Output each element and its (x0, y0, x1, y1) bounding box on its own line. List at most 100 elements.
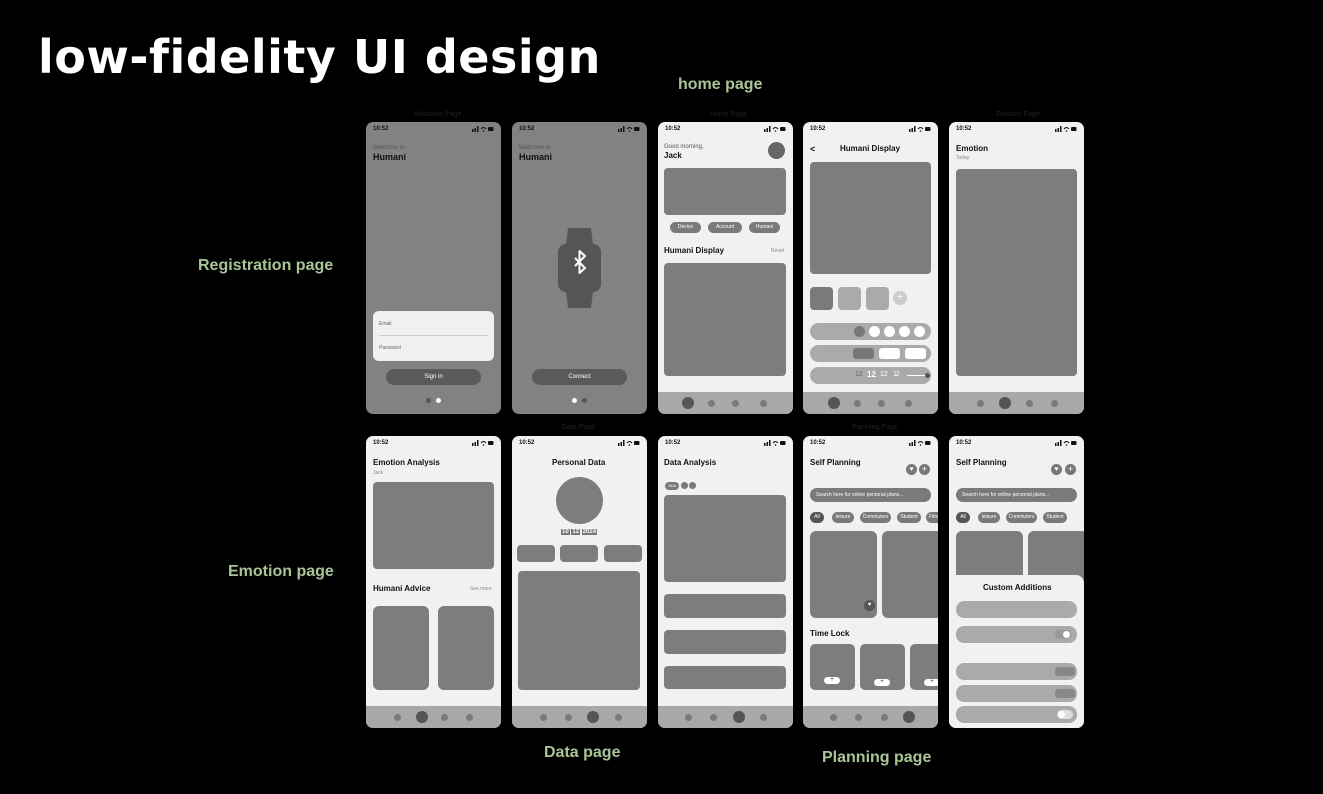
font-option[interactable]: 12 (855, 371, 863, 378)
advice-card[interactable] (438, 606, 494, 690)
color-dot[interactable] (869, 326, 880, 337)
layout-option[interactable] (905, 348, 926, 359)
nav-item[interactable] (1051, 400, 1058, 407)
chip-account[interactable]: Account (708, 222, 742, 233)
nav-item[interactable] (441, 714, 448, 721)
nav-item-active[interactable] (999, 397, 1011, 409)
chip-device[interactable]: Device (670, 222, 701, 233)
favorite-icon[interactable]: ♥ (864, 600, 875, 611)
metric-bar[interactable] (664, 666, 786, 689)
nav-item-active[interactable] (682, 397, 694, 409)
color-dot[interactable] (914, 326, 925, 337)
time-lock-card[interactable]: + (860, 644, 905, 690)
tag-leisure[interactable]: leisure (832, 512, 854, 523)
nav-item[interactable] (394, 714, 401, 721)
date-day[interactable]: 10 (561, 529, 570, 535)
nav-item[interactable] (830, 714, 837, 721)
swatch-light[interactable] (838, 287, 861, 310)
swatch-dark[interactable] (810, 287, 833, 310)
filter-dot[interactable] (689, 482, 696, 489)
plan-card[interactable]: ♥ (810, 531, 877, 618)
add-lock-icon[interactable]: + (824, 677, 840, 684)
heart-icon[interactable]: ♥ (1051, 464, 1062, 475)
nav-item-active[interactable] (416, 711, 428, 723)
tag-commuters[interactable]: Commuters (860, 512, 891, 523)
tag-fitness[interactable]: Fitness (926, 512, 938, 523)
nav-item[interactable] (760, 714, 767, 721)
nav-item[interactable] (615, 714, 622, 721)
nav-item[interactable] (855, 714, 862, 721)
add-icon[interactable]: + (1065, 464, 1076, 475)
stat-box[interactable] (517, 545, 555, 562)
plan-card[interactable] (882, 531, 938, 618)
add-lock-icon[interactable]: + (924, 679, 938, 686)
filter-tag[interactable]: Year (665, 482, 679, 490)
nav-item[interactable] (881, 714, 888, 721)
swatch-light[interactable] (866, 287, 889, 310)
add-swatch-icon[interactable]: + (893, 291, 907, 305)
color-dot[interactable] (884, 326, 895, 337)
search-input[interactable]: Search here for online personal plans... (956, 488, 1077, 502)
avatar[interactable] (768, 142, 785, 159)
nav-item[interactable] (685, 714, 692, 721)
time-lock-card[interactable]: + (810, 644, 855, 690)
metric-bar[interactable] (664, 630, 786, 654)
metric-bar[interactable] (664, 594, 786, 618)
date-year[interactable]: 2024 (581, 529, 598, 535)
tag-commuters[interactable]: Commuters (1006, 512, 1037, 523)
date-month[interactable]: 12 (571, 529, 581, 535)
toggle-switch[interactable] (1057, 710, 1073, 719)
option-row[interactable] (956, 601, 1077, 618)
search-input[interactable]: Search here for online personal plans... (810, 488, 931, 502)
tag-leisure[interactable]: leisure (978, 512, 1000, 523)
chip-humani[interactable]: Humani (749, 222, 780, 233)
nav-item[interactable] (977, 400, 984, 407)
email-field[interactable]: Email (379, 321, 392, 327)
avatar[interactable] (556, 477, 603, 524)
toggle-switch[interactable] (1055, 630, 1071, 639)
nav-item[interactable] (540, 714, 547, 721)
filter-dot[interactable] (681, 482, 688, 489)
tag-all[interactable]: All (810, 512, 824, 523)
back-icon[interactable]: < (810, 144, 816, 154)
nav-item-active[interactable] (828, 397, 840, 409)
add-lock-icon[interactable]: + (874, 679, 890, 686)
tag-student[interactable]: Student (897, 512, 921, 523)
heart-icon[interactable]: ♥ (906, 464, 917, 475)
nav-item-active[interactable] (587, 711, 599, 723)
tag-student[interactable]: Student (1043, 512, 1067, 523)
nav-item[interactable] (905, 400, 912, 407)
stat-box[interactable] (604, 545, 642, 562)
nav-item-active[interactable] (903, 711, 915, 723)
add-icon[interactable]: + (919, 464, 930, 475)
font-option[interactable]: 12 (893, 371, 900, 378)
slider-handle[interactable] (925, 373, 930, 378)
nav-item[interactable] (732, 400, 739, 407)
nav-item[interactable] (760, 400, 767, 407)
slider-track[interactable] (907, 375, 927, 376)
advice-card[interactable] (373, 606, 429, 690)
color-dot[interactable] (899, 326, 910, 337)
nav-item[interactable] (565, 714, 572, 721)
layout-option[interactable] (879, 348, 900, 359)
font-option[interactable]: 12 (880, 371, 888, 378)
font-option[interactable]: 12 (867, 370, 876, 379)
nav-item[interactable] (708, 400, 715, 407)
nav-item-active[interactable] (733, 711, 745, 723)
connect-button[interactable]: Connect (532, 369, 627, 385)
nav-item[interactable] (878, 400, 885, 407)
password-field[interactable]: Password (379, 345, 401, 351)
nav-item[interactable] (1026, 400, 1033, 407)
option-control[interactable] (1055, 689, 1075, 698)
nav-item[interactable] (710, 714, 717, 721)
layout-option[interactable] (853, 348, 874, 359)
signin-button[interactable]: Sign in (386, 369, 481, 385)
reset-link[interactable]: Reset (771, 248, 785, 254)
color-dot[interactable] (854, 326, 865, 337)
nav-item[interactable] (466, 714, 473, 721)
option-control[interactable] (1055, 667, 1075, 676)
tag-all[interactable]: All (956, 512, 970, 523)
nav-item[interactable] (854, 400, 861, 407)
stat-box[interactable] (560, 545, 598, 562)
see-more-link[interactable]: See more (470, 586, 492, 592)
